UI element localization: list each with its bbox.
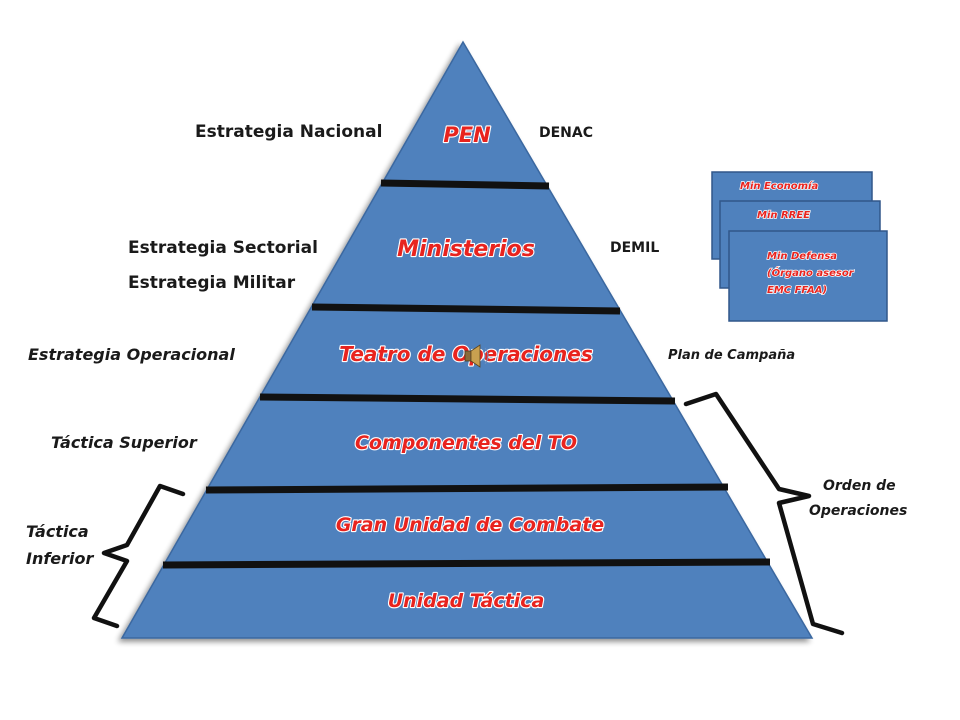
card-min-defensa-line3: EMC FFAA) xyxy=(767,285,827,296)
label-plan-de-campana: Plan de Campaña xyxy=(668,348,795,363)
label-tactica-inferior-line2: Inferior xyxy=(26,549,95,568)
separator-2 xyxy=(311,303,621,315)
speaker-icon[interactable] xyxy=(464,344,489,368)
label-denac: DENAC xyxy=(539,125,593,141)
label-orden-line1: Orden de xyxy=(823,478,896,494)
right-labels: DENAC DEMIL Plan de Campaña Orden de Ope… xyxy=(538,124,909,521)
separator-1 xyxy=(380,179,550,190)
tier-gran-unidad-de-combate: Gran Unidad de Combate xyxy=(336,514,604,536)
right-brace xyxy=(683,391,845,636)
card-min-defensa-line2: (Órgano asesor xyxy=(767,266,855,279)
left-brace xyxy=(91,483,186,629)
label-tactica-superior: Táctica Superior xyxy=(51,433,198,452)
label-estrategia-sectorial: Estrategia Sectorial xyxy=(128,238,318,258)
card-min-economia-line1: Min Economía xyxy=(740,180,818,192)
label-demil: DEMIL xyxy=(610,240,659,256)
label-estrategia-militar: Estrategia Militar xyxy=(128,273,296,293)
separator-3 xyxy=(259,393,676,405)
tier-ministerios: Ministerios xyxy=(397,237,535,262)
label-tactica-inferior-line1: Táctica xyxy=(26,522,89,541)
card-min-defensa-line1: Min Defensa xyxy=(767,251,837,262)
tier-unidad-tactica: Unidad Táctica xyxy=(388,590,545,612)
separator-4 xyxy=(205,483,729,494)
separator-5 xyxy=(162,558,771,569)
card-min-rree-line1: Min RREE xyxy=(757,210,810,221)
tier-componentes-del-to: Componentes del TO xyxy=(355,432,577,454)
label-estrategia-nacional: Estrategia Nacional xyxy=(195,122,382,142)
tier-teatro-de-operaciones: Teatro de Operaciones xyxy=(339,342,593,366)
tier-pen: PEN xyxy=(443,123,491,147)
label-orden-line2: Operaciones xyxy=(809,503,907,519)
card-min-defensa: Min Defensa (Órgano asesor EMC FFAA) xyxy=(728,230,888,322)
tier-labels: PEN Ministerios Teatro de Operaciones Co… xyxy=(335,122,606,613)
ministry-cards: Min Economía Min RREE Min Defensa (Órgan… xyxy=(711,171,888,322)
pyramid-separators xyxy=(162,179,771,569)
label-estrategia-operacional: Estrategia Operacional xyxy=(28,345,235,364)
left-labels: Estrategia Nacional Estrategia Sectorial… xyxy=(25,121,384,570)
